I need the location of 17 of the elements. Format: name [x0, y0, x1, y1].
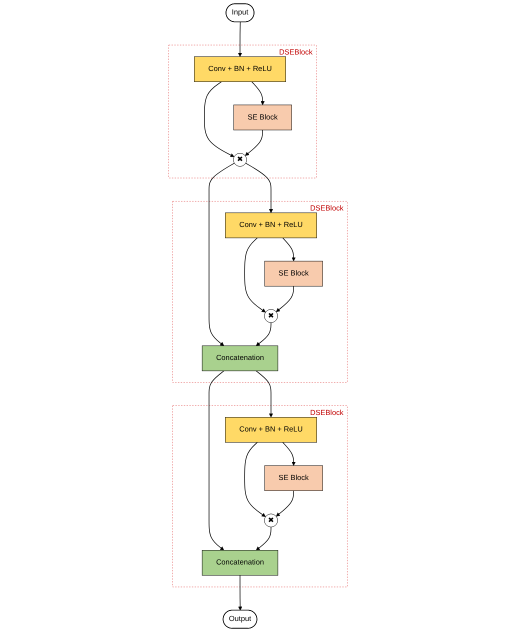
arrow	[208, 370, 224, 550]
arrow	[244, 238, 266, 312]
arrow	[256, 526, 272, 550]
arrow	[244, 130, 263, 156]
arrow	[256, 370, 274, 418]
arrow	[282, 238, 296, 262]
arrow	[245, 162, 274, 214]
arrow	[282, 442, 296, 466]
arrow	[251, 81, 265, 106]
arrow	[208, 162, 235, 346]
arrow	[276, 490, 294, 517]
arrow	[244, 442, 266, 517]
arrow	[238, 22, 242, 57]
arrow	[238, 575, 242, 611]
arrow	[204, 81, 234, 157]
arrow	[276, 286, 294, 312]
arrow	[256, 322, 272, 346]
